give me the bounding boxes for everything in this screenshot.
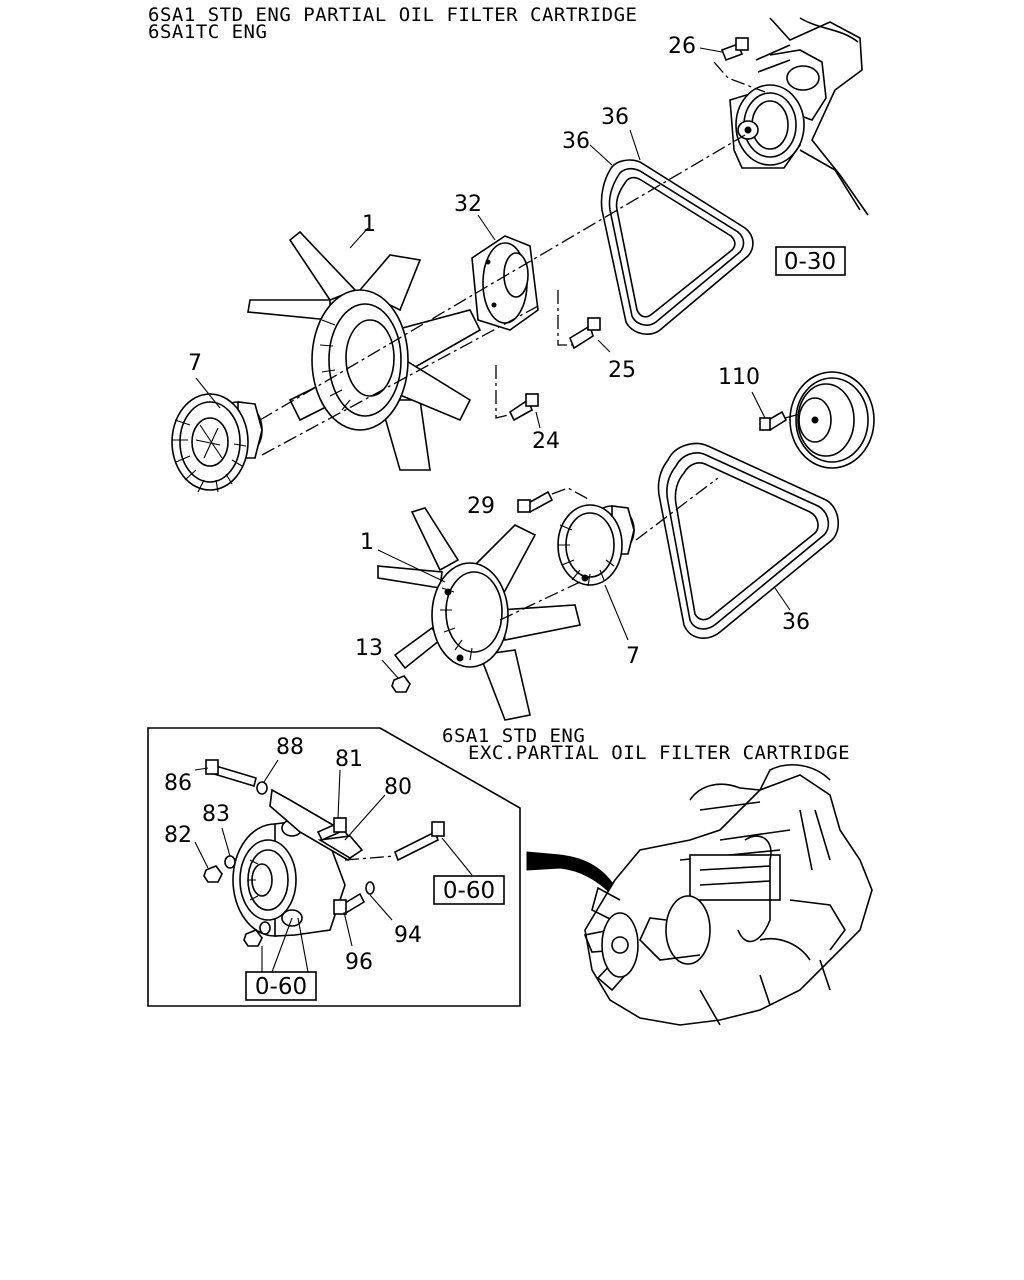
callout-80: 80: [384, 775, 412, 800]
nut-82: [203, 865, 223, 883]
bolt-25: [569, 317, 601, 350]
callout-82: 82: [164, 823, 192, 848]
washer-94: [365, 881, 375, 895]
bolt-81: [316, 817, 347, 842]
callout-32: 32: [454, 192, 482, 217]
callout-13: 13: [355, 636, 383, 661]
ref-label-0-60-b: 0-60: [255, 974, 307, 1000]
callout-94: 94: [394, 923, 422, 948]
callout-86: 86: [164, 771, 192, 796]
arrow-to-engine: [526, 851, 619, 896]
callout-96: 96: [345, 950, 373, 975]
inset-caption-line-2: EXC.PARTIAL OIL FILTER CARTRIDGE: [468, 742, 851, 764]
ref-box-0-60-b: [245, 971, 317, 1001]
crank-pulley: [789, 371, 875, 469]
callout-36-a: 36: [601, 105, 629, 130]
bolt-24: [508, 393, 539, 422]
bolt-86: [205, 759, 257, 788]
cooling-fan-1-lower: [377, 507, 581, 721]
washer-88: [256, 781, 268, 795]
callout-24: 24: [532, 429, 560, 454]
fan-spacer-32: [471, 235, 539, 331]
callout-29: 29: [467, 494, 495, 519]
fan-clutch-7-upper: [171, 393, 263, 493]
callout-110: 110: [718, 365, 760, 390]
callout-83: 83: [202, 802, 230, 827]
v-belt-36-upper: [600, 159, 754, 335]
callout-81: 81: [335, 747, 363, 772]
callout-1-upper: 1: [362, 212, 376, 237]
fan-clutch-7-lower: [557, 504, 635, 587]
callout-1-lower: 1: [360, 530, 374, 555]
ref-box-0-30: [775, 246, 846, 276]
callout-36-b: 36: [562, 129, 590, 154]
ref-label-0-30: 0-30: [784, 249, 836, 275]
washer-83: [224, 855, 236, 869]
v-belt-36-lower: [657, 442, 839, 639]
callout-26: 26: [668, 34, 696, 59]
ref-box-0-60-a: [433, 875, 505, 905]
callout-25: 25: [608, 358, 636, 383]
bolt-29: [517, 490, 554, 514]
inset-frame: [147, 727, 521, 1007]
callout-36-c: 36: [782, 610, 810, 635]
callout-7-lower: 7: [626, 644, 640, 669]
water-pump-housing: [729, 17, 869, 216]
nut-13: [391, 675, 411, 693]
ref-label-0-60-a: 0-60: [443, 878, 495, 904]
cooling-fan-1-upper: [247, 230, 482, 471]
diagram-title-line-2: 6SA1TC ENG: [148, 21, 268, 43]
bolt-96: [333, 892, 366, 916]
callout-7-upper: 7: [188, 351, 202, 376]
callout-88: 88: [276, 735, 304, 760]
diagram-title-line-1: 6SA1 STD ENG PARTIAL OIL FILTER CARTRIDG…: [148, 4, 638, 26]
bolt-26: [720, 37, 749, 62]
inset-caption-line-1: 6SA1 STD ENG: [442, 725, 586, 747]
adjusting-bracket-80: [269, 788, 364, 861]
stud-bolt: [393, 821, 445, 862]
engine-overview: [583, 764, 873, 1026]
